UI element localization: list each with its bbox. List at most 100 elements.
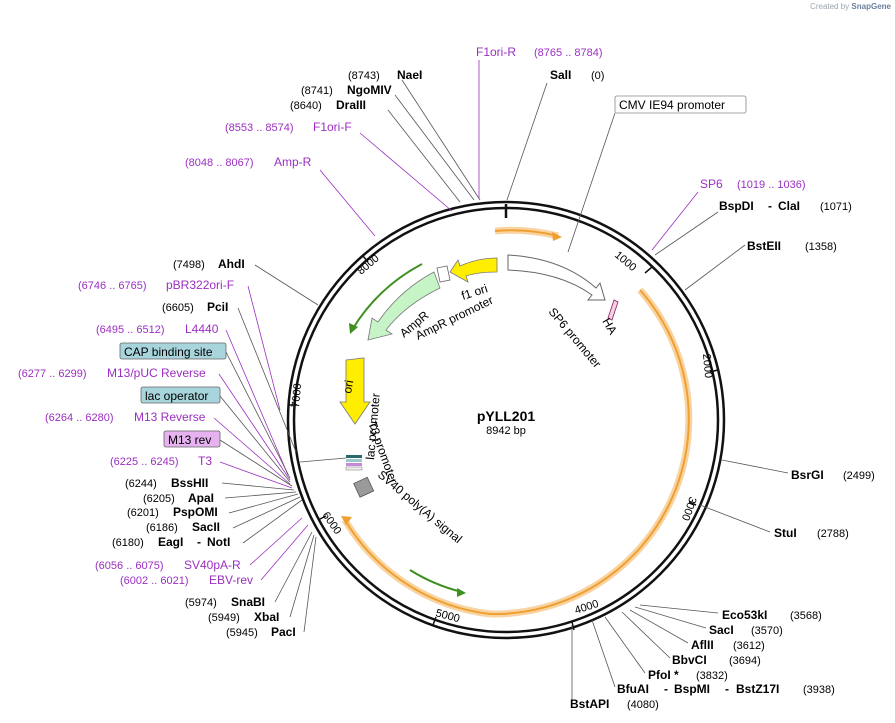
enzyme-bstapi-pos: (4080) bbox=[627, 699, 659, 711]
enzyme-apai-pos: (6205) bbox=[143, 493, 175, 505]
primer-f1ori-f-range: (8553 .. 8574) bbox=[225, 122, 294, 134]
enzyme-naei-label: NaeI bbox=[397, 68, 422, 82]
orf-lower-arrowhead bbox=[341, 516, 352, 525]
enzyme-ahdi-label: AhdI bbox=[218, 257, 245, 271]
lac-operator-label: lac operator bbox=[145, 389, 208, 403]
primer-m13puc-label: M13/pUC Reverse bbox=[107, 366, 206, 380]
leader-sali bbox=[506, 82, 548, 201]
primer-pbr322-label: pBR322ori-F bbox=[166, 278, 234, 292]
enzyme-stui-label: StuI bbox=[774, 526, 797, 540]
backbone-outer bbox=[286, 200, 726, 640]
leader-sp6 bbox=[651, 191, 699, 251]
enzyme-eagi-pos: (6180) bbox=[112, 537, 144, 549]
primer-m13puc-range: (6277 .. 6299) bbox=[18, 368, 87, 380]
tick-mark-2000 bbox=[709, 369, 719, 373]
enzyme-bspmi-sep: - bbox=[725, 682, 729, 696]
leader-lac-features bbox=[299, 457, 347, 463]
leader-t3 bbox=[219, 461, 293, 489]
primer-sp6-range: (1019 .. 1036) bbox=[737, 179, 806, 191]
leader-f1ori-f bbox=[359, 132, 453, 212]
leader-ebv bbox=[260, 524, 309, 581]
tick-label-4000: 4000 bbox=[573, 598, 600, 617]
enzyme-bstz17i-label: BstZ17I bbox=[736, 682, 779, 696]
m13-rev-box-label: M13 rev bbox=[168, 433, 211, 447]
cmv-promoter-label: CMV IE94 promoter bbox=[619, 98, 725, 112]
primer-sv40pa-label: SV40pA-R bbox=[184, 558, 241, 572]
enzyme-sali-pos: (0) bbox=[591, 70, 604, 82]
green-arc-bottom-arrowhead bbox=[457, 588, 466, 597]
enzyme-bspdi-sep: - bbox=[768, 199, 772, 213]
primer-m13rev-range: (6264 .. 6280) bbox=[45, 412, 114, 424]
primer-f1ori-r-range: (8765 .. 8784) bbox=[534, 47, 603, 59]
leader-aflii bbox=[629, 609, 689, 644]
feature-sv40-label: SV40 poly(A) signal bbox=[375, 468, 465, 546]
enzyme-sacii-label: SacII bbox=[192, 520, 220, 534]
tick-label-8000: 8000 bbox=[355, 252, 381, 277]
enzyme-bsrgi-label: BsrGI bbox=[791, 468, 824, 482]
leader-bbvci bbox=[621, 611, 671, 659]
lac-operator-box bbox=[140, 386, 221, 404]
leader-m13puc bbox=[218, 373, 291, 481]
enzyme-pfoi-label: PfoI * bbox=[648, 668, 679, 682]
tick-label-6000: 6000 bbox=[320, 510, 344, 537]
enzyme-paci-label: PacI bbox=[271, 625, 296, 639]
leader-snabi bbox=[274, 531, 313, 603]
tick-mark-1000 bbox=[644, 266, 653, 274]
enzyme-paci-pos: (5945) bbox=[226, 627, 258, 639]
enzyme-clai-label: ClaI bbox=[778, 199, 800, 213]
orf-top-arrowhead bbox=[552, 232, 562, 241]
primer-f1ori-r-label: F1ori-R bbox=[476, 45, 516, 59]
enzyme-bbvci-pos: (3694) bbox=[729, 655, 761, 667]
leader-bspdi bbox=[654, 211, 719, 256]
tick-label-7000: 7000 bbox=[290, 383, 304, 408]
enzyme-bspmi-label: BspMI bbox=[674, 682, 710, 696]
leader-naei bbox=[401, 79, 481, 201]
tick-mark-4000 bbox=[571, 621, 575, 631]
enzyme-saci-label: SacI bbox=[709, 623, 734, 637]
enzyme-snabi-pos: (5974) bbox=[185, 597, 217, 609]
green-arc-left bbox=[351, 263, 423, 331]
tick-mark-8000 bbox=[362, 255, 369, 263]
tick-mark-5000 bbox=[432, 616, 437, 626]
enzyme-bsrgi-pos: (2499) bbox=[843, 470, 875, 482]
enzyme-pspomi-label: PspOMI bbox=[173, 505, 218, 519]
enzyme-ngomiv-pos: (8741) bbox=[301, 85, 333, 97]
primer-l4440-label: L4440 bbox=[185, 322, 219, 336]
leader-cap bbox=[225, 351, 291, 479]
enzyme-bsteii-pos: (1358) bbox=[805, 241, 837, 253]
leader-stui bbox=[699, 504, 771, 533]
ha-tag-arrow bbox=[607, 299, 619, 321]
enzyme-ahdi-pos: (7498) bbox=[173, 259, 205, 271]
leader-xbai bbox=[289, 534, 315, 618]
leader-m13revbox bbox=[219, 439, 293, 487]
enzyme-bbvci-label: BbvCI bbox=[672, 653, 707, 667]
snapgene-credit: Created by SnapGene bbox=[810, 2, 891, 11]
leader-bsrgi bbox=[721, 459, 789, 474]
enzyme-xbai-pos: (5949) bbox=[208, 612, 240, 624]
feature-ori-label: ori bbox=[340, 379, 356, 395]
enzyme-aflii-pos: (3612) bbox=[733, 640, 765, 652]
leader-pspomi bbox=[228, 493, 299, 514]
enzyme-naei-pos: (8743) bbox=[348, 70, 380, 82]
leader-l4440 bbox=[225, 329, 289, 476]
enzyme-bstz17i-pos: (3938) bbox=[803, 684, 835, 696]
primer-ebv-label: EBV-rev bbox=[209, 573, 253, 587]
leader-m13rev bbox=[213, 417, 291, 485]
leader-paci bbox=[303, 536, 317, 633]
ampr-promoter-arrow bbox=[436, 265, 451, 283]
sv40-polya-box bbox=[353, 476, 375, 498]
cap-binding-site-label: CAP binding site bbox=[124, 345, 213, 359]
leader-bsshii bbox=[221, 482, 295, 491]
enzyme-eagi-label: EagI bbox=[158, 535, 183, 549]
leader-eco53ki bbox=[639, 604, 719, 614]
leader-pbr322 bbox=[247, 285, 281, 411]
leader-amp-r bbox=[319, 169, 376, 237]
enzyme-xbai-label: XbaI bbox=[254, 610, 279, 624]
enzyme-eco53ki-label: Eco53kI bbox=[722, 608, 767, 622]
lac-feature-1 bbox=[346, 455, 362, 458]
enzyme-draiii-pos: (8640) bbox=[290, 100, 322, 112]
primer-amp-r-label: Amp-R bbox=[274, 155, 312, 169]
enzyme-bfuai-label: BfuAI bbox=[617, 682, 649, 696]
tick-mark-3000 bbox=[688, 501, 697, 506]
